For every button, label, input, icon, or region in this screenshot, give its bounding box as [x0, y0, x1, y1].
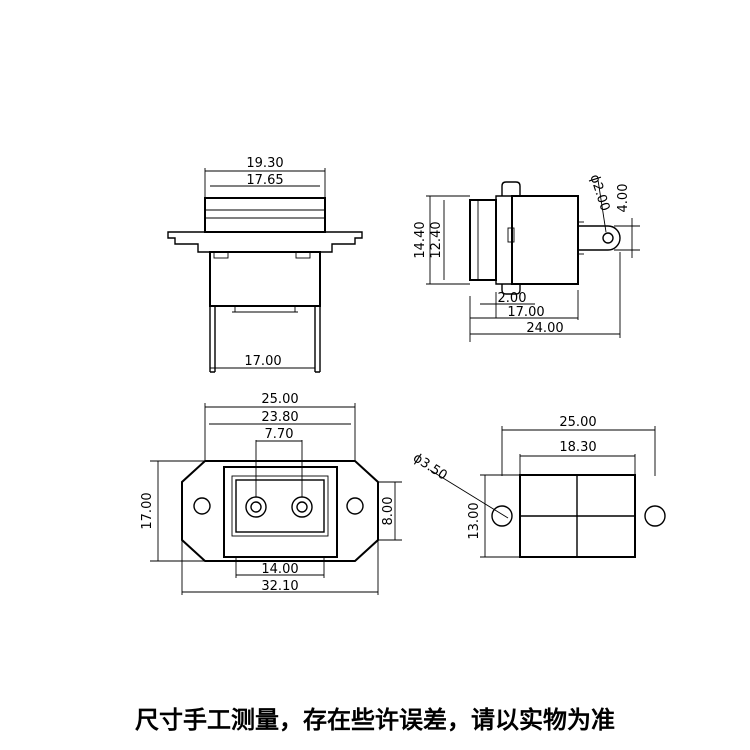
top-view: 19.30 17.65 17.00	[167, 156, 363, 373]
dim-side-height-outer: 14.40	[413, 221, 428, 258]
dim-cutout-width: 18.30	[559, 440, 596, 455]
cutout-view: 25.00 18.30 ϕ3.50 13.00	[410, 415, 666, 558]
front-view: 25.00 23.80 7.70 17.00 8.00 14.00 32.10	[140, 392, 402, 595]
dim-side-depth-c: 24.00	[526, 321, 563, 336]
dim-terminal-pitch: 17.00	[244, 354, 281, 369]
dim-cutout-hole-pitch: 25.00	[559, 415, 596, 430]
dim-side-depth-a: 2.00	[498, 291, 527, 306]
dim-front-inner-width: 14.00	[261, 562, 298, 577]
dim-side-depth-b: 17.00	[507, 305, 544, 320]
dim-side-height-inner: 12.40	[429, 221, 444, 258]
dim-cutout-height: 13.00	[467, 502, 482, 539]
dim-top-width-inner: 17.65	[246, 173, 283, 188]
technical-drawing: 19.30 17.65 17.00	[140, 156, 666, 595]
dim-side-hole-dia: ϕ2.00	[586, 173, 612, 213]
dim-front-height: 17.00	[140, 492, 155, 529]
measurement-note: 尺寸手工测量，存在些许误差，请以实物为准	[135, 706, 615, 734]
side-view: 14.40 12.40 ϕ2.00 4.00 2.00 17.00 24.00	[413, 173, 640, 342]
dim-front-height-b: 8.00	[381, 497, 396, 526]
dim-side-tab-height: 4.00	[616, 184, 631, 213]
dim-top-width-outer: 19.30	[246, 156, 283, 171]
dim-pin-pitch: 7.70	[265, 427, 294, 442]
dim-front-width-b: 23.80	[261, 410, 298, 425]
dim-front-flange-width: 32.10	[261, 579, 298, 594]
dim-cutout-hole-dia: ϕ3.50	[410, 451, 450, 484]
dim-front-width-a: 25.00	[261, 392, 298, 407]
